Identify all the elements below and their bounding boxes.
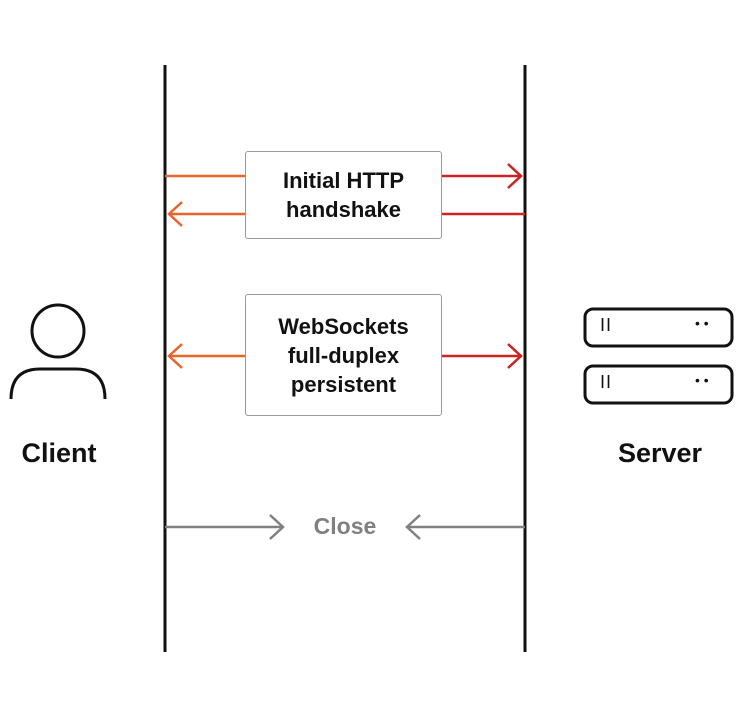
- websockets-label-line3: persistent: [290, 371, 397, 397]
- server-unit-2-marks: II: [600, 372, 613, 392]
- handshake-request-arrowhead: [507, 163, 523, 189]
- server-unit-1-marks: II: [600, 315, 613, 335]
- handshake-label-line2: handshake: [286, 197, 401, 222]
- server-unit-1-dots: • •: [695, 315, 709, 331]
- websocket-arrowhead-right: [507, 343, 523, 369]
- server-rack-icon: [583, 307, 734, 405]
- websockets-label-line2: full-duplex: [287, 342, 400, 368]
- close-arrowhead-right: [405, 514, 421, 540]
- server-unit-2-dots: • •: [695, 372, 709, 388]
- websocket-arrowhead-left: [167, 343, 183, 369]
- client-label: Client: [21, 438, 97, 468]
- close-arrowhead-left: [269, 514, 285, 540]
- close-label: Close: [313, 513, 377, 539]
- websockets-box: WebSockets full-duplex persistent: [245, 294, 442, 416]
- handshake-response-arrowhead: [167, 201, 183, 227]
- handshake-label-line1: Initial HTTP: [283, 168, 404, 193]
- handshake-box: Initial HTTP handshake: [245, 151, 442, 239]
- server-label: Server: [617, 438, 703, 468]
- user-icon: [9, 303, 107, 400]
- websockets-label-line1: WebSockets: [278, 313, 409, 339]
